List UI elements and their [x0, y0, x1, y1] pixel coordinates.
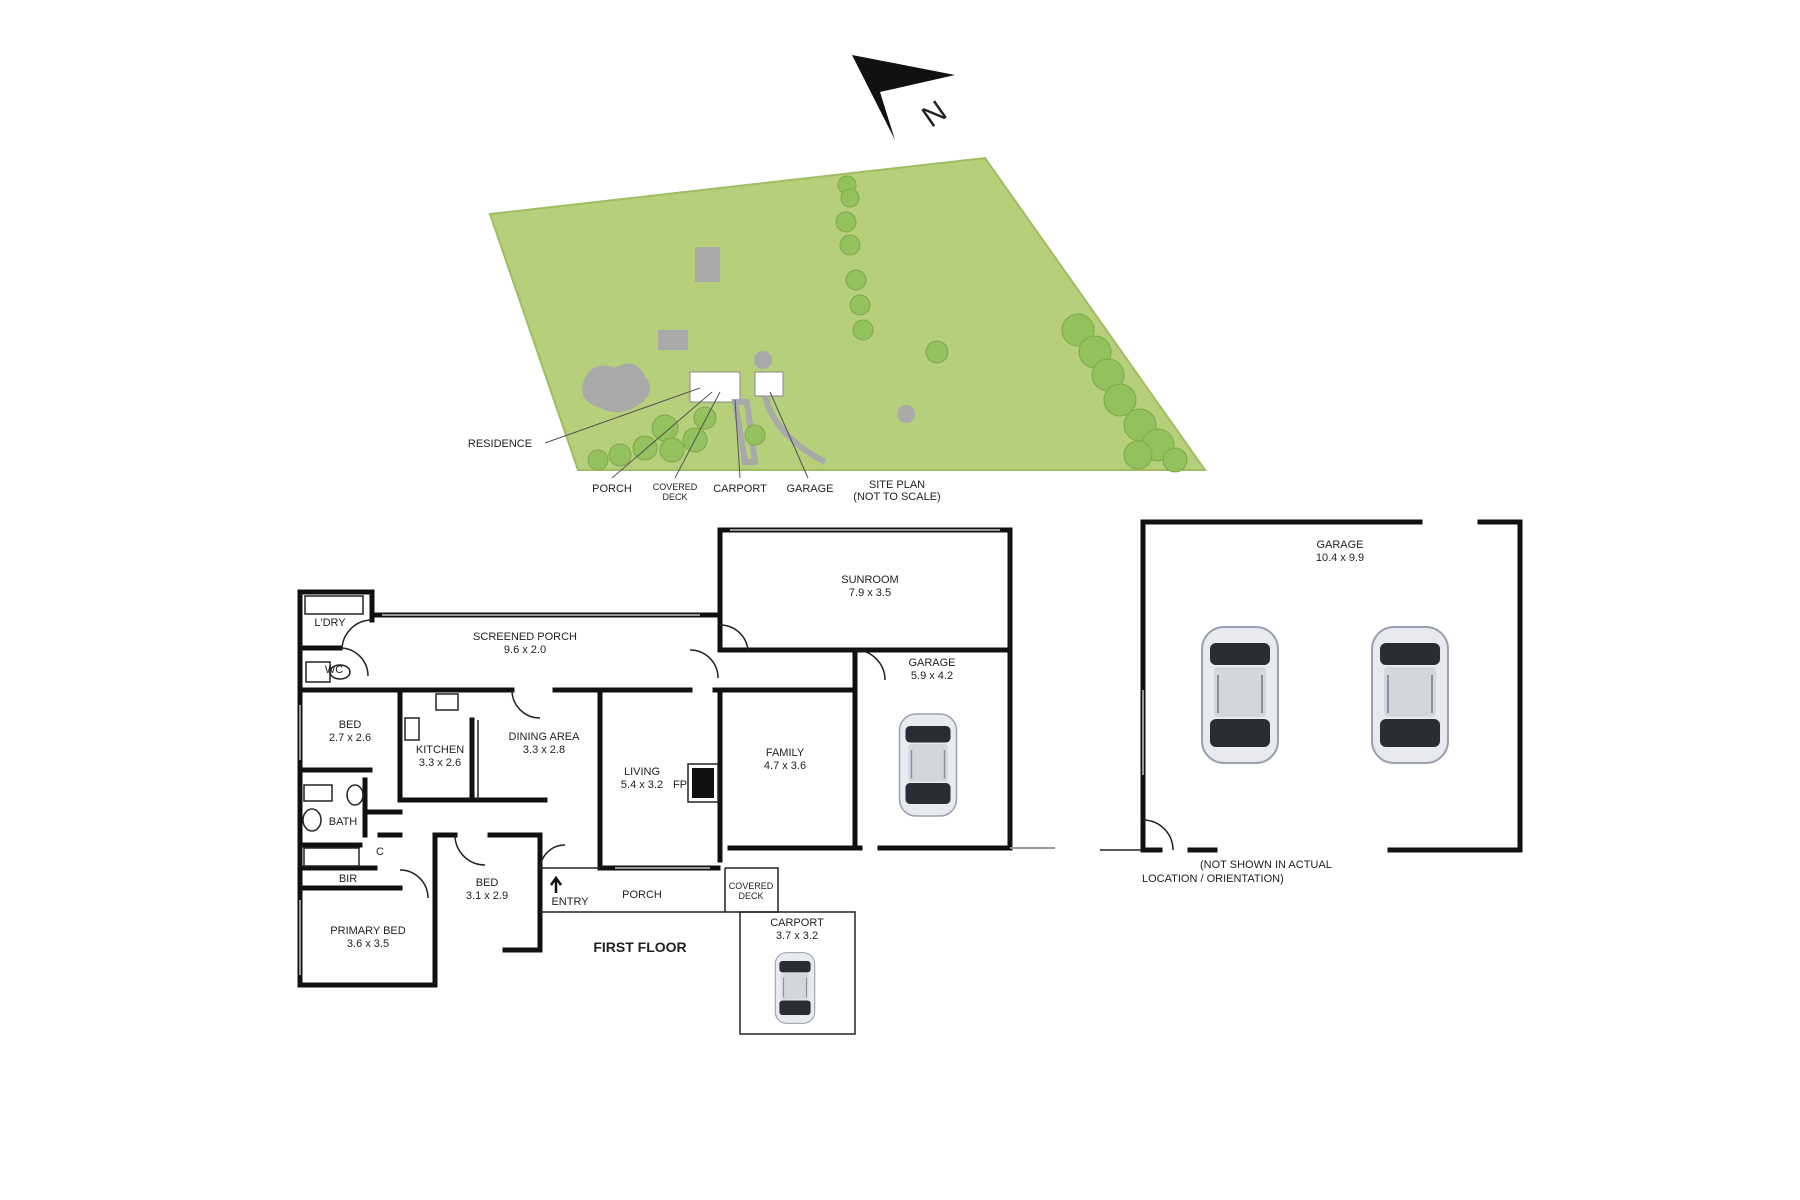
living-name: LIVING	[624, 766, 660, 778]
bath-label: BATH	[329, 816, 358, 828]
floor-plan	[297, 527, 1055, 1035]
screened-porch-name: SCREENED PORCH	[473, 631, 577, 643]
bir-label: BIR	[339, 873, 357, 885]
site-leader-lines	[544, 387, 809, 479]
car-icon-garage-left	[1201, 626, 1279, 764]
detached-garage: GARAGE 10.4 x 9.9 (NOT SHOWN IN ACTUAL L…	[1100, 519, 1523, 885]
room-laundry-label: L'DRY	[314, 617, 346, 629]
covered-label: COVERED	[729, 881, 774, 891]
sunroom-name: SUNROOM	[841, 574, 898, 586]
living-size: 5.4 x 3.2	[621, 779, 663, 791]
bed1-name: BED	[339, 719, 362, 731]
floor-title: FIRST FLOOR	[593, 939, 686, 955]
dining-name: DINING AREA	[509, 731, 581, 743]
site-plan-title: SITE PLAN	[869, 479, 925, 491]
site-shed-north	[695, 247, 720, 282]
kitchen-size: 3.3 x 2.6	[419, 757, 461, 769]
garage-small-name: GARAGE	[908, 657, 955, 669]
fireplace-icon	[692, 768, 714, 798]
primary-bed-name: PRIMARY BED	[330, 925, 405, 937]
garage-large-name: GARAGE	[1316, 539, 1363, 551]
carport-name: CARPORT	[770, 917, 824, 929]
kitchen-name: KITCHEN	[416, 744, 464, 756]
site-label-garage: GARAGE	[786, 483, 833, 495]
site-residence-block	[689, 371, 741, 403]
family-size: 4.7 x 3.6	[764, 760, 806, 772]
site-plan: RESIDENCE PORCH COVERED DECK CARPORT GAR…	[468, 156, 1207, 503]
porch-label: PORCH	[622, 889, 662, 901]
fp-label: FP	[673, 779, 687, 791]
screened-porch-size: 9.6 x 2.0	[504, 644, 546, 656]
site-label-deck: DECK	[662, 492, 687, 502]
north-arrow-icon: N	[852, 55, 955, 140]
site-plan-scale-note: (NOT TO SCALE)	[853, 491, 940, 503]
bed2-name: BED	[476, 877, 499, 889]
car-icon-carport	[774, 952, 816, 1024]
room-labels: L'DRY WC SCREENED PORCH 9.6 x 2.0 SUNROO…	[314, 574, 955, 955]
site-driveway	[731, 395, 827, 465]
garage-small-size: 5.9 x 4.2	[911, 670, 953, 682]
primary-bed-size: 3.6 x 3.5	[347, 938, 389, 950]
family-name: FAMILY	[766, 747, 805, 759]
sunroom-size: 7.9 x 3.5	[849, 587, 891, 599]
entry-label: ENTRY	[551, 896, 589, 908]
site-shed-middle	[658, 330, 688, 350]
north-label: N	[916, 94, 953, 133]
bed2-size: 3.1 x 2.9	[466, 890, 508, 902]
site-label-porch: PORCH	[592, 483, 632, 495]
door-swings	[339, 619, 886, 899]
c-label: C	[376, 846, 384, 858]
site-label-residence: RESIDENCE	[468, 438, 532, 450]
site-label-covered: COVERED	[653, 482, 698, 492]
room-wc-label: WC	[325, 664, 343, 676]
site-label-carport: CARPORT	[713, 483, 767, 495]
deck-label: DECK	[738, 891, 763, 901]
garage-note-line2: LOCATION / ORIENTATION)	[1142, 873, 1284, 885]
garage-large-size: 10.4 x 9.9	[1316, 552, 1364, 564]
fixtures	[302, 595, 479, 867]
entry-arrow-icon	[549, 875, 563, 893]
garage-note-line1: (NOT SHOWN IN ACTUAL	[1200, 859, 1332, 871]
site-lawn	[488, 156, 1207, 471]
carport-size: 3.7 x 3.2	[776, 930, 818, 942]
car-icon-garage-right	[1371, 626, 1449, 764]
dining-size: 3.3 x 2.8	[523, 744, 565, 756]
car-icon-small-garage	[898, 713, 958, 817]
bed1-size: 2.7 x 2.6	[329, 732, 371, 744]
site-pond	[582, 363, 650, 413]
site-garage-block	[754, 371, 784, 397]
